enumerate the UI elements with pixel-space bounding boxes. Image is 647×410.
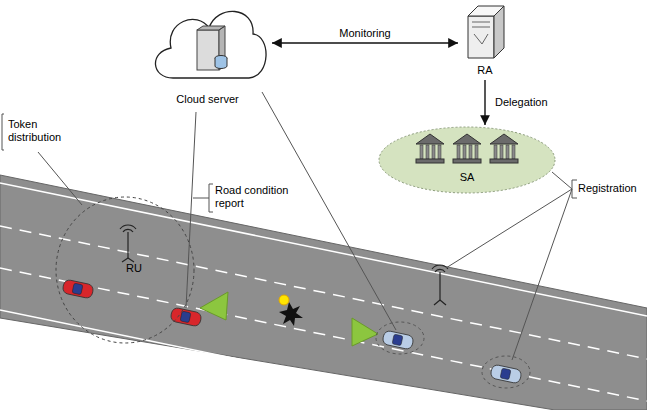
road-part — [0, 310, 485, 410]
bank-column — [426, 145, 429, 159]
registration-lines-part — [572, 180, 577, 198]
bank-roof — [453, 134, 481, 144]
edge-label: Monitoring — [337, 27, 392, 40]
bank-roof — [416, 134, 444, 144]
road-part — [0, 175, 647, 410]
registration-ranges — [376, 322, 530, 388]
road — [0, 175, 647, 410]
bank-base — [490, 159, 518, 163]
sa-tower — [432, 265, 448, 305]
bank-icon — [453, 134, 481, 163]
sa-tower-part — [434, 300, 440, 305]
sa-group: SA — [378, 126, 556, 194]
registration-lines-part — [512, 189, 572, 360]
report-lines-part — [262, 92, 396, 330]
token-bracket — [2, 114, 82, 205]
cloud-icon — [155, 11, 266, 78]
bank-icon — [416, 134, 444, 163]
warning-signals-part — [352, 318, 378, 346]
token-distribution-label: Token distribution — [8, 118, 70, 144]
warning-signals — [200, 292, 378, 346]
report-lines-part — [209, 184, 213, 212]
bank-roof — [490, 134, 518, 144]
bank-column — [438, 145, 441, 159]
road-part — [0, 183, 647, 316]
sa-tower-part — [432, 265, 448, 269]
ru-tower-part — [122, 258, 128, 262]
vehicles-part — [170, 307, 202, 327]
registration-label: Registration — [578, 182, 644, 195]
cloud-server: Cloud server — [145, 0, 270, 108]
road-condition-label: Road condition report — [215, 184, 295, 210]
server-front — [468, 16, 494, 58]
token-bracket-part — [2, 114, 4, 150]
report-lines — [186, 92, 396, 330]
ru-tower — [120, 225, 136, 262]
bank-column — [469, 145, 472, 159]
registration-lines — [446, 172, 577, 360]
ru-tower-part — [123, 229, 133, 232]
bank-column — [494, 145, 497, 159]
bank-column — [420, 145, 423, 159]
ra-server-shape — [460, 0, 510, 62]
server-side — [494, 6, 504, 58]
sa-tower-part — [435, 269, 445, 272]
edge-label: Delegation — [493, 96, 550, 109]
bank-column — [506, 145, 509, 159]
node-label: Cloud server — [176, 93, 238, 106]
road-part — [0, 226, 647, 359]
vehicles-part — [490, 364, 522, 384]
ra-server: RA — [460, 0, 510, 79]
database-disk — [215, 58, 227, 69]
ru-tower-part — [128, 258, 134, 262]
bank-column — [512, 145, 515, 159]
registration-lines-part — [552, 172, 572, 189]
vehicles — [62, 279, 522, 384]
token-bracket-part — [38, 152, 82, 205]
bank-column — [475, 145, 478, 159]
sa-group-shape — [378, 126, 556, 194]
node-label: RA — [477, 64, 492, 77]
server-detail — [472, 22, 490, 44]
warning-signals-part — [279, 302, 303, 326]
registration-ranges-part — [376, 322, 424, 354]
ru-zone: RU — [55, 196, 195, 344]
registration-lines-part — [446, 189, 572, 268]
report-lines-part — [186, 112, 196, 308]
connector-arrow — [272, 42, 458, 43]
node-label: RU — [126, 262, 142, 275]
warning-signals-part — [200, 292, 228, 320]
node-label: SA — [460, 171, 475, 184]
connector-arrow — [484, 80, 485, 125]
bank-column — [500, 145, 503, 159]
report-lines-part — [193, 198, 209, 199]
road-part — [0, 268, 647, 401]
registration-ranges-part — [482, 356, 530, 388]
bank-base — [416, 159, 444, 163]
vehicles-part — [62, 279, 94, 299]
ru-tower-part — [127, 232, 128, 258]
bank-column — [457, 145, 460, 159]
sa-tower-part — [439, 272, 440, 300]
cloud-server-shape — [145, 0, 270, 90]
bank-icon — [490, 134, 518, 163]
warning-signals-part — [279, 295, 289, 305]
bank-column — [463, 145, 466, 159]
cloud-outline — [155, 11, 266, 78]
ru-zone-shape — [55, 196, 195, 344]
ru-tower-part — [120, 225, 136, 229]
vehicles-part — [382, 330, 414, 350]
bank-base — [453, 159, 481, 163]
sa-tower-part — [440, 300, 446, 305]
ra-icon — [468, 6, 504, 58]
bank-column — [432, 145, 435, 159]
ru-range — [56, 197, 194, 343]
sa-ellipse — [379, 127, 555, 193]
